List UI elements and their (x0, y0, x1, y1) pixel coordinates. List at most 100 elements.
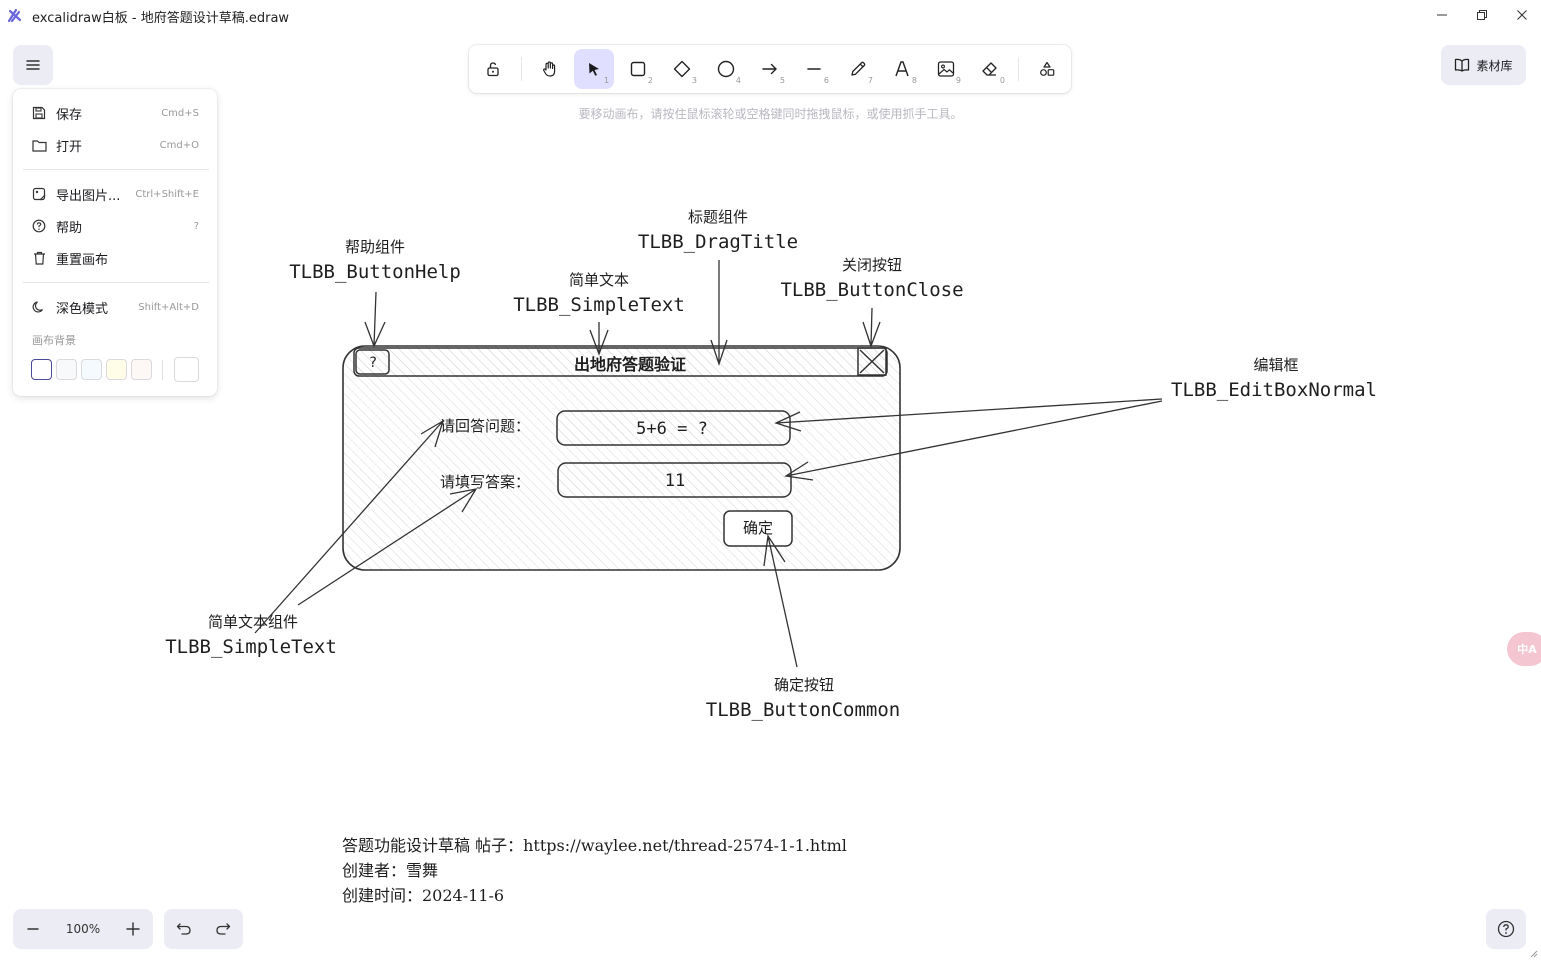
dialog-confirm-button (723, 510, 793, 547)
menu-item-reset-canvas[interactable]: 重置画布 (23, 244, 209, 272)
dialog-help-button (355, 349, 390, 375)
menu-item-shortcut: Shift+Alt+D (138, 301, 199, 313)
tool-shortcut-number: 1 (603, 76, 609, 85)
redo-button[interactable] (204, 909, 244, 949)
canvas-background-label: 画布背景 (32, 334, 76, 347)
annotation-help-en: TLBB_ButtonHelp (289, 261, 461, 283)
menu-item-help[interactable]: 帮助 ? (23, 212, 209, 240)
swatch-divider (162, 360, 163, 380)
translate-float-button[interactable]: 中A (1507, 632, 1541, 666)
translate-icon: 中A (1517, 643, 1537, 656)
annotation-simple-text-bottom-en: TLBB_SimpleText (165, 636, 337, 658)
zoom-in-button[interactable] (113, 909, 153, 949)
minimize-button[interactable] (1422, 3, 1462, 27)
tool-shortcut-number: 3 (691, 76, 697, 85)
shapes-icon (1040, 61, 1055, 76)
tool-shortcut-number: 5 (779, 76, 785, 85)
export-image-icon (31, 186, 47, 202)
bg-swatch-pink[interactable] (131, 359, 152, 380)
answer-editbox (557, 462, 792, 498)
undo-icon (176, 923, 191, 935)
library-button[interactable]: 素材库 (1441, 45, 1526, 85)
bg-swatch-yellow[interactable] (106, 359, 127, 380)
menu-divider (23, 282, 209, 283)
menu-item-export-image[interactable]: 导出图片... Ctrl+Shift+E (23, 180, 209, 208)
hand-icon (543, 61, 556, 77)
menu-item-label: 打开 (56, 139, 83, 155)
menu-item-label: 重置画布 (56, 252, 109, 268)
tool-text[interactable]: 8 (882, 49, 922, 89)
plus-icon (126, 922, 140, 936)
lock-icon (487, 62, 499, 77)
menu-item-save[interactable]: 保存 Cmd+S (23, 99, 209, 127)
dialog-titlebar (353, 347, 888, 377)
menu-item-dark-mode[interactable]: 深色模式 Shift+Alt+D (23, 293, 209, 321)
tool-hand[interactable] (530, 49, 570, 89)
annotation-edit-box-en: TLBB_EditBoxNormal (1171, 379, 1377, 401)
tool-line[interactable]: 6 (794, 49, 834, 89)
annotation-help: 帮助组件 TLBB_ButtonHelp (289, 238, 461, 348)
moon-icon (31, 299, 47, 315)
zoom-level[interactable]: 100% (65, 922, 101, 936)
annotation-simple-text-bottom-cn: 简单文本组件 (208, 613, 298, 631)
bg-swatch-blue[interactable] (81, 359, 102, 380)
main-menu-button[interactable] (13, 45, 53, 85)
restore-button[interactable] (1462, 3, 1502, 27)
tool-arrow[interactable]: 5 (750, 49, 790, 89)
diamond-icon (673, 60, 691, 78)
zoom-controls: 100% (13, 909, 153, 949)
window-titlebar: excalidraw白板 - 地府答题设计草稿.edraw (0, 0, 1541, 30)
menu-item-label: 保存 (56, 107, 83, 123)
bg-swatch-custom[interactable] (174, 357, 199, 382)
tool-shortcut-number: 0 (999, 76, 1005, 85)
restore-icon (1477, 10, 1487, 20)
tool-extra-shapes[interactable] (1027, 49, 1067, 89)
menu-item-open[interactable]: 打开 Cmd+O (23, 131, 209, 159)
annotation-help-cn: 帮助组件 (345, 238, 405, 256)
shape-toolbar: 1 2 3 4 5 6 7 8 9 0 (469, 45, 1071, 93)
excalidraw-logo-icon (7, 8, 22, 23)
zoom-out-button[interactable] (13, 909, 53, 949)
ellipse-icon (717, 60, 735, 78)
hamburger-icon (26, 60, 40, 70)
answer-value: 11 (665, 471, 685, 491)
bg-swatch-gray[interactable] (56, 359, 77, 380)
annotation-simple-text-top-en: TLBB_SimpleText (513, 294, 685, 316)
menu-item-shortcut: Cmd+S (161, 107, 199, 119)
tool-shortcut-number: 7 (867, 76, 873, 85)
close-window-button[interactable] (1502, 3, 1541, 27)
annotation-confirm-en: TLBB_ButtonCommon (706, 699, 900, 721)
footer-note-line2: 创建者：雪舞 (342, 861, 438, 880)
tool-diamond[interactable]: 3 (662, 49, 702, 89)
folder-icon (31, 137, 47, 153)
annotation-drag-title-cn: 标题组件 (688, 208, 748, 226)
resize-grip-icon[interactable] (1530, 950, 1538, 958)
bg-swatch-white[interactable] (31, 359, 52, 380)
tool-shortcut-number: 6 (823, 76, 829, 85)
annotation-drag-title-en: TLBB_DragTitle (638, 231, 798, 253)
minus-icon (27, 928, 39, 930)
tool-selection[interactable]: 1 (574, 49, 614, 89)
library-label: 素材库 (1476, 58, 1513, 73)
tool-shortcut-number: 8 (911, 76, 917, 85)
answer-label: 请填写答案： (440, 473, 530, 491)
tool-ellipse[interactable]: 4 (706, 49, 746, 89)
undo-button[interactable] (164, 909, 204, 949)
question-label: 请回答问题： (440, 417, 530, 435)
tool-draw[interactable]: 7 (838, 49, 878, 89)
main-menu-dropdown: 保存 Cmd+S 打开 Cmd+O 导出图片... Ctrl+Shift+E 帮… (13, 89, 217, 396)
annotation-close-en: TLBB_ButtonClose (780, 279, 963, 301)
tool-rectangle[interactable]: 2 (618, 49, 658, 89)
tool-eraser[interactable]: 0 (970, 49, 1010, 89)
confirm-label: 确定 (743, 519, 773, 537)
annotation-simple-text-top-cn: 简单文本 (569, 271, 629, 289)
help-button[interactable] (1486, 909, 1526, 949)
rectangle-icon (630, 61, 646, 77)
annotation-close-cn: 关闭按钮 (842, 256, 902, 274)
tool-lock[interactable] (473, 49, 513, 89)
tool-image[interactable]: 9 (926, 49, 966, 89)
pencil-icon (851, 61, 866, 76)
dialog-title: 出地府答题验证 (574, 355, 686, 374)
annotation-confirm-cn: 确定按钮 (774, 676, 834, 694)
